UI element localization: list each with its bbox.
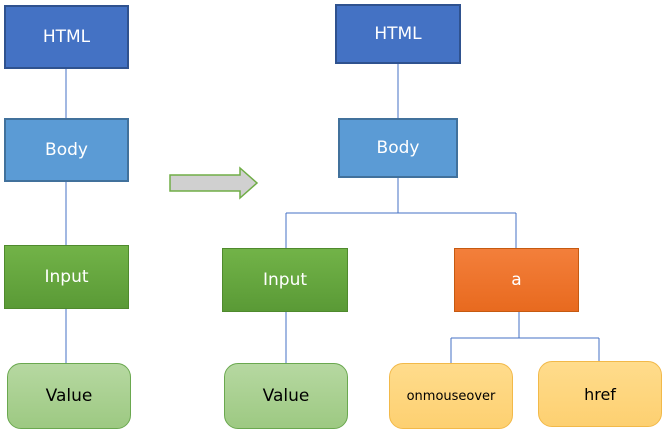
transform-arrow-icon <box>169 166 259 200</box>
right-body-node: Body <box>338 118 458 178</box>
left-body-node: Body <box>4 118 129 182</box>
right-html-node: HTML <box>335 4 461 64</box>
left-input-node: Input <box>4 245 129 309</box>
right-onmouseover-node: onmouseover <box>389 363 513 429</box>
left-value-node: Value <box>7 363 131 429</box>
right-href-node: href <box>538 361 662 427</box>
right-input-node: Input <box>222 248 348 312</box>
right-value-node: Value <box>224 363 348 429</box>
right-anchor-node: a <box>454 248 579 312</box>
left-html-node: HTML <box>4 5 129 69</box>
